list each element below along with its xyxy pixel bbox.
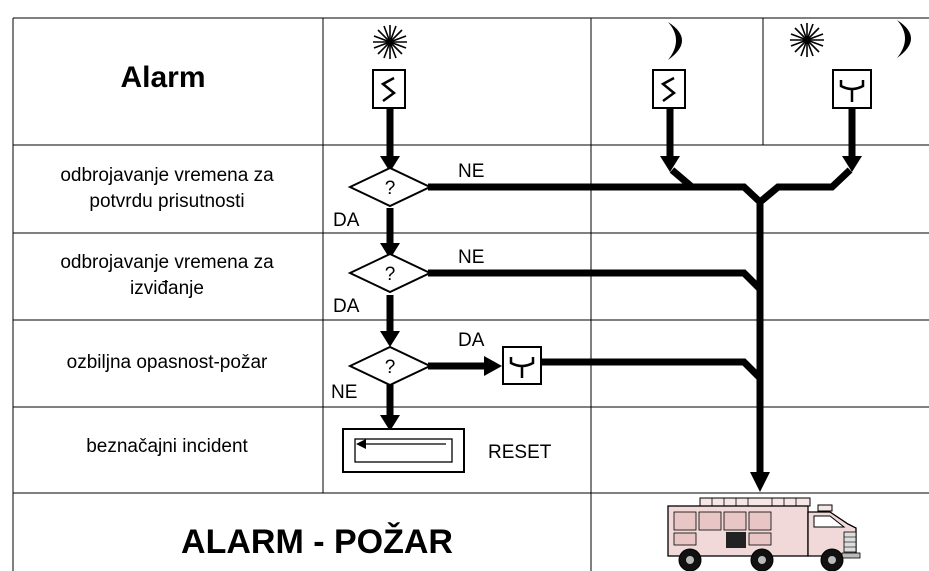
y-sensor-icon bbox=[832, 69, 872, 109]
decision-2-no-label: NE bbox=[458, 247, 484, 268]
decision-1: ? bbox=[347, 166, 433, 208]
decision-1-symbol: ? bbox=[385, 178, 396, 199]
row-1-label-line-2: potvrdu prisutnosti bbox=[89, 191, 244, 212]
reset-box bbox=[342, 428, 465, 473]
zigzag-sensor-icon bbox=[652, 69, 686, 109]
decision-2: ? bbox=[347, 252, 433, 294]
decision-2-yes-label: DA bbox=[333, 296, 360, 317]
decision-2-symbol: ? bbox=[385, 264, 396, 285]
footer-title: ALARM - POŽAR bbox=[181, 523, 453, 561]
decision-3-yes-label: DA bbox=[458, 330, 485, 351]
crescent-moon-icon bbox=[897, 20, 911, 58]
decision-3-symbol: ? bbox=[385, 357, 396, 378]
row-2-label-line-2: izviđanje bbox=[130, 278, 204, 299]
row-3-label: ozbiljna opasnost-požar bbox=[67, 352, 268, 373]
sun-icon bbox=[790, 23, 824, 57]
decision-1-no-label: NE bbox=[458, 161, 484, 182]
decision-3-no-label: NE bbox=[331, 382, 357, 403]
row-1-label-line-1: odbrojavanje vremena za bbox=[60, 165, 274, 186]
y-sensor-icon bbox=[502, 346, 542, 385]
crescent-moon-icon bbox=[668, 22, 682, 60]
fire-truck-icon bbox=[667, 497, 861, 571]
flow-lines bbox=[386, 108, 856, 474]
decision-3: ? bbox=[347, 345, 433, 387]
row-2-label-line-1: odbrojavanje vremena za bbox=[60, 252, 274, 273]
table-grid bbox=[12, 17, 929, 571]
sun-icon bbox=[373, 25, 407, 59]
header-title: Alarm bbox=[120, 61, 205, 94]
decision-1-yes-label: DA bbox=[333, 210, 360, 231]
zigzag-sensor-icon bbox=[372, 69, 406, 109]
reset-label: RESET bbox=[488, 442, 552, 463]
arrowheads bbox=[380, 156, 862, 492]
row-4-label: beznačajni incident bbox=[86, 436, 248, 457]
